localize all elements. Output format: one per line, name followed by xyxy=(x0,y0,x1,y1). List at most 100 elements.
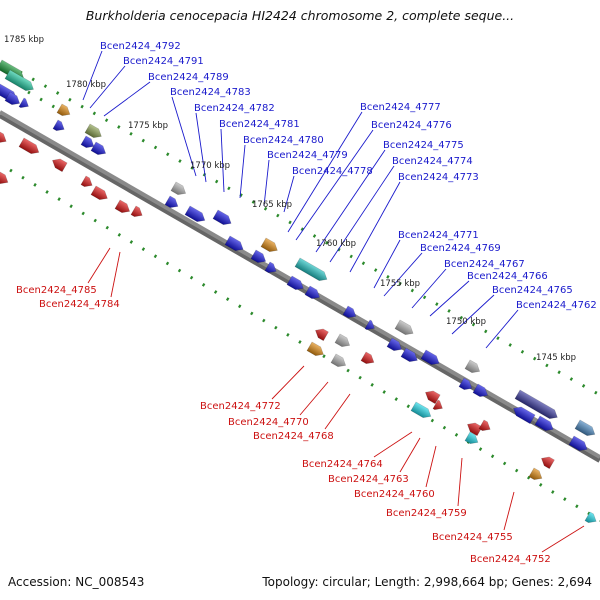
tick-mark xyxy=(93,218,97,223)
tick-mark xyxy=(581,384,586,388)
tick-mark xyxy=(358,375,362,380)
gene-highlight xyxy=(0,132,7,143)
leader-line xyxy=(171,96,197,177)
gene-highlight xyxy=(315,329,329,341)
gene-arrow xyxy=(286,275,304,290)
tick-mark xyxy=(346,368,350,373)
tick-mark xyxy=(312,234,317,238)
gene-highlight xyxy=(85,124,102,138)
tick-mark xyxy=(21,175,25,180)
gene-arrow xyxy=(464,359,481,373)
gene-arrow xyxy=(56,103,71,116)
gene-label-reverse: Bcen2424_4752 xyxy=(470,554,551,565)
tick-mark xyxy=(251,200,256,204)
gene-highlight xyxy=(0,172,8,184)
tick-mark xyxy=(9,168,13,173)
leader-line xyxy=(411,268,447,309)
gene-highlight xyxy=(331,354,346,367)
accession-text: Accession: NC_008543 xyxy=(8,575,145,589)
tick-mark xyxy=(250,311,254,316)
tick-mark xyxy=(496,336,500,341)
gene-arrow xyxy=(18,137,40,154)
leader-line xyxy=(503,491,515,531)
gene-arrow xyxy=(534,415,554,431)
gene-arrow xyxy=(330,353,347,367)
leader-line xyxy=(383,252,423,297)
gene-highlight xyxy=(171,182,186,195)
gene-arrow xyxy=(315,328,329,342)
tick-mark xyxy=(594,390,598,395)
gene-arrow xyxy=(513,406,536,425)
gene-arrow xyxy=(420,349,440,365)
gene-arrow xyxy=(114,199,131,213)
gene-highlight xyxy=(465,432,478,444)
leader-line xyxy=(324,393,351,430)
ruler-label: 1775 kbp xyxy=(128,121,168,131)
gene-label-reverse: Bcen2424_4785 xyxy=(16,285,97,296)
tick-mark xyxy=(117,232,122,237)
gene-arrow xyxy=(264,261,277,273)
gene-arrow xyxy=(90,141,107,155)
tick-mark xyxy=(31,77,35,82)
gene-label-reverse: Bcen2424_4770 xyxy=(228,417,309,428)
tick-mark xyxy=(490,454,495,459)
gene-highlight xyxy=(513,407,536,424)
gene-arrow xyxy=(18,97,29,108)
gene-highlight xyxy=(165,196,178,208)
gene-arrow xyxy=(400,347,418,362)
gene-highlight xyxy=(343,306,356,318)
gene-label-forward: Bcen2424_4779 xyxy=(267,150,348,161)
gene-highlight xyxy=(465,360,480,373)
gene-highlight xyxy=(335,334,350,347)
gene-highlight xyxy=(295,258,327,281)
gene-highlight xyxy=(81,136,94,148)
tick-mark xyxy=(177,268,182,273)
gene-label-forward: Bcen2424_4789 xyxy=(148,72,229,83)
tick-mark xyxy=(442,425,447,430)
leader-line xyxy=(89,65,126,109)
tick-mark xyxy=(129,240,134,244)
tick-mark xyxy=(435,302,439,306)
tick-mark xyxy=(153,145,158,150)
gene-highlight xyxy=(467,423,483,436)
tick-mark xyxy=(406,404,411,409)
tick-mark xyxy=(410,288,415,293)
gene-highlight xyxy=(307,342,324,356)
gene-arrow xyxy=(478,419,491,431)
tick-mark xyxy=(189,275,194,280)
gene-arrow xyxy=(80,135,95,148)
gene-arrow xyxy=(52,158,68,173)
gene-label-forward: Bcen2424_4781 xyxy=(219,119,300,130)
tick-mark xyxy=(141,247,146,251)
tick-mark xyxy=(373,268,378,272)
tick-mark xyxy=(569,377,574,381)
tick-mark xyxy=(349,254,353,259)
gene-highlight xyxy=(115,200,130,213)
gene-arrow xyxy=(386,337,403,351)
gene-highlight xyxy=(387,338,402,351)
gene-label-forward: Bcen2424_4762 xyxy=(516,300,597,311)
gene-label-forward: Bcen2424_4765 xyxy=(492,285,573,296)
tick-mark xyxy=(471,322,476,327)
tick-mark xyxy=(69,204,73,209)
gene-label-reverse: Bcen2424_4755 xyxy=(432,532,513,543)
gene-highlight xyxy=(411,402,431,418)
gene-highlight xyxy=(395,320,414,335)
leader-line xyxy=(283,175,295,213)
gene-arrow xyxy=(425,390,441,405)
genome-summary-text: Topology: circular; Length: 2,998,664 bp… xyxy=(262,575,592,589)
gene-label-reverse: Bcen2424_4768 xyxy=(253,431,334,442)
gene-highlight xyxy=(57,104,70,116)
gene-highlight xyxy=(425,391,441,404)
gene-arrow xyxy=(80,175,93,187)
tick-mark xyxy=(165,261,170,266)
tick-mark xyxy=(532,356,537,361)
leader-line xyxy=(87,247,111,284)
leader-line xyxy=(399,437,421,473)
gene-highlight xyxy=(91,186,108,200)
gene-label-forward: Bcen2424_4766 xyxy=(467,271,548,282)
gene-highlight xyxy=(185,206,205,222)
gene-highlight xyxy=(569,436,588,451)
gene-arrow xyxy=(528,467,543,480)
tick-mark xyxy=(539,482,543,487)
